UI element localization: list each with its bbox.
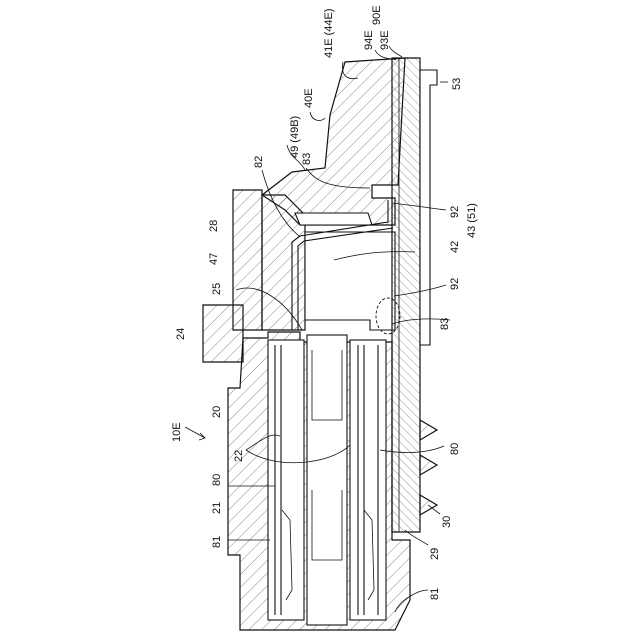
- label-41e-44e: 41E (44E): [323, 8, 335, 58]
- label-43-51: 43 (51): [466, 203, 478, 238]
- protrusion-24: [203, 305, 243, 362]
- label-93e: 93E: [379, 30, 391, 50]
- cover-part: [262, 58, 405, 225]
- projection-30b: [420, 455, 437, 475]
- arrow-10e: [185, 427, 205, 438]
- label-83-top: 83: [301, 153, 313, 165]
- label-49-49b: 49 (49B): [289, 116, 301, 158]
- slot-82: [295, 213, 372, 225]
- label-53: 53: [451, 78, 463, 90]
- label-94e: 94E: [363, 30, 375, 50]
- label-40e: 40E: [303, 88, 315, 108]
- label-81-left: 81: [211, 536, 223, 548]
- label-83-mid: 83: [439, 318, 451, 330]
- label-29: 29: [429, 548, 441, 560]
- label-47: 47: [208, 253, 220, 265]
- label-10e: 10E: [171, 422, 183, 442]
- projection-30a: [420, 420, 437, 440]
- label-92-mid: 92: [449, 278, 461, 290]
- board-90e: [392, 58, 420, 532]
- label-80-right: 80: [449, 443, 461, 455]
- label-22: 22: [233, 450, 245, 462]
- label-92-top: 92: [449, 206, 461, 218]
- label-21: 21: [211, 502, 223, 514]
- label-90e: 90E: [371, 5, 383, 25]
- label-28: 28: [208, 220, 220, 232]
- label-42: 42: [449, 241, 461, 253]
- cavity-right: [350, 340, 386, 620]
- block-42: [305, 232, 395, 330]
- label-25: 25: [211, 283, 223, 295]
- label-82: 82: [253, 156, 265, 168]
- label-81-bottom: 81: [429, 588, 441, 600]
- cavity-middle: [307, 335, 347, 625]
- label-30: 30: [441, 516, 453, 528]
- label-24: 24: [175, 328, 187, 340]
- cavity-left: [268, 340, 304, 620]
- label-80-left: 80: [211, 474, 223, 486]
- label-20: 20: [211, 406, 223, 418]
